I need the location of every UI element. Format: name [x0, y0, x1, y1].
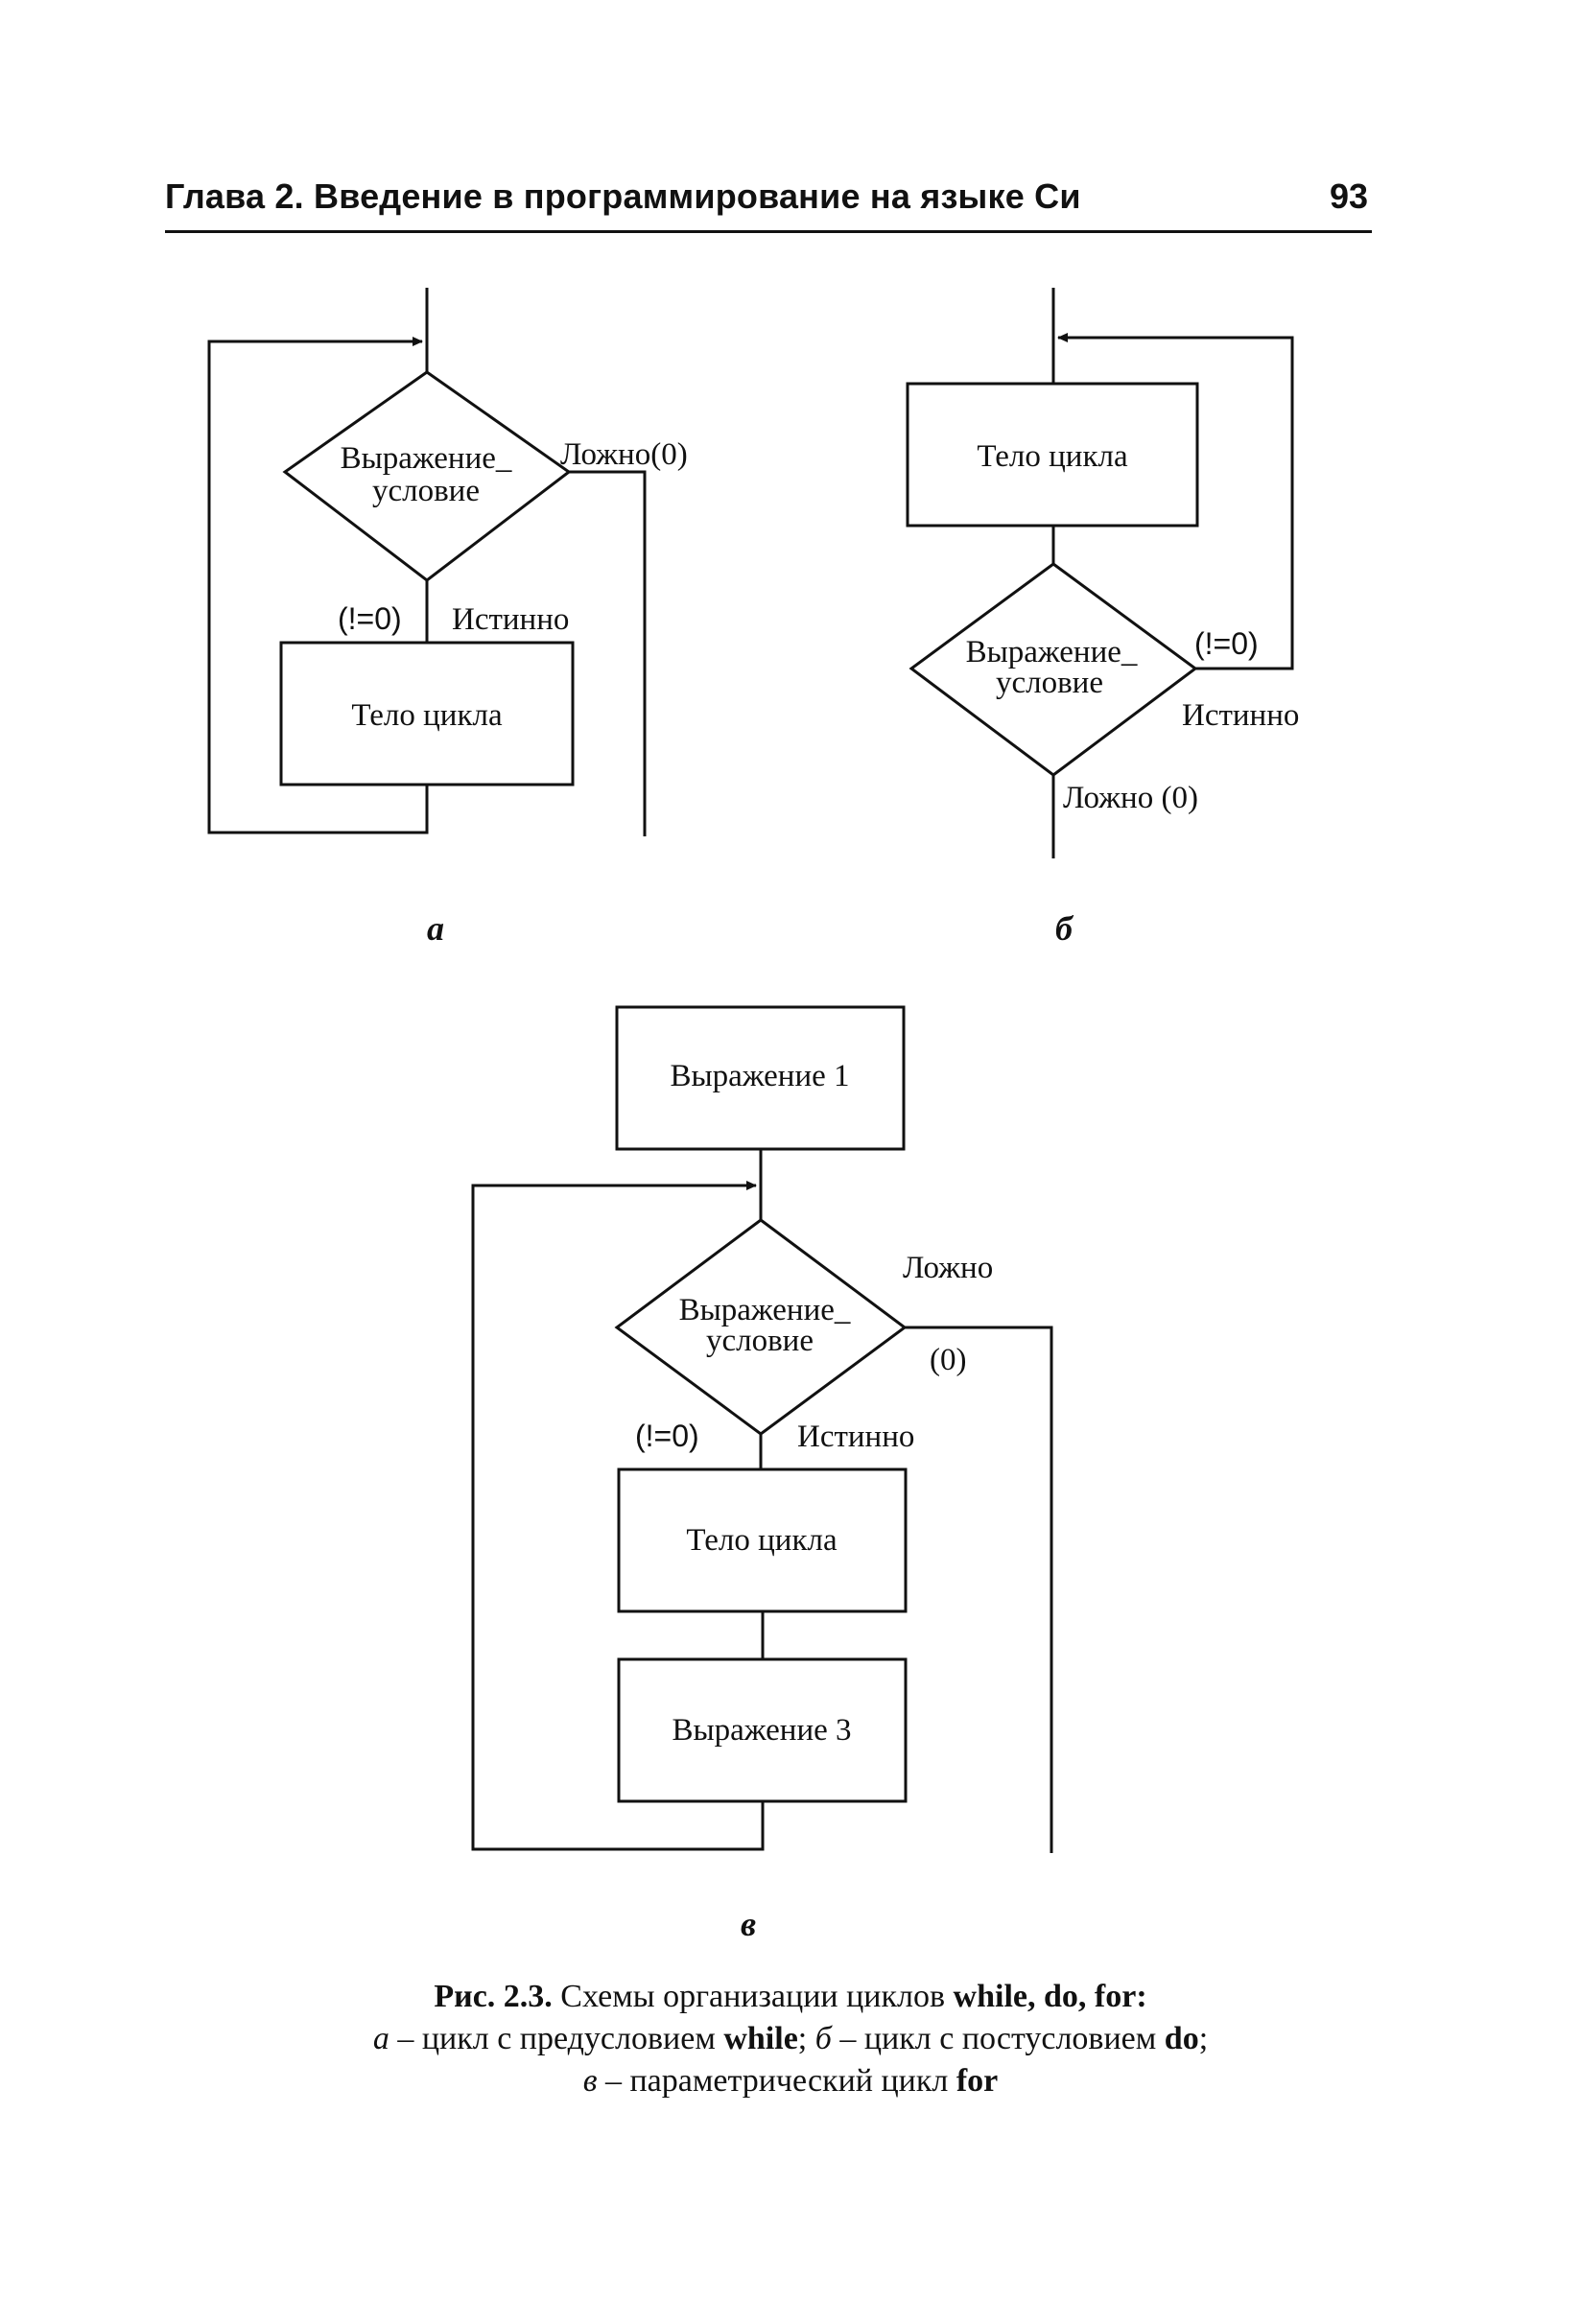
caption-a-separator: ;	[797, 2021, 815, 2056]
caption-a-keyword: while	[723, 2021, 798, 2056]
diagram-a-true-label: Истинно	[452, 602, 569, 637]
diagram-c-step-label: Выражение 3	[672, 1713, 851, 1748]
figure-caption: Рис. 2.3. Схемы организации циклов while…	[192, 1976, 1389, 2102]
caption-line-a-b: а – цикл с предусловием while; б – цикл …	[192, 2018, 1389, 2060]
diagram-a-false-label: Ложно(0)	[560, 437, 688, 472]
caption-line-c: в – параметрический цикл for	[192, 2060, 1389, 2102]
diagram-b-condition-line2: условие	[996, 666, 1103, 700]
diagram-c-false-exit-line	[905, 1326, 1053, 1853]
diagram-b-condition-line1: Выражение_	[966, 635, 1138, 669]
caption-c-keyword: for	[956, 2063, 999, 2099]
diagram-a-nonzero-label: (!=0)	[338, 601, 402, 636]
diagram-c-loop-back-arrow	[471, 1181, 765, 1851]
diagram-a-loop-back-arrow	[207, 337, 429, 834]
caption-a-text: – цикл с предусловием	[389, 2021, 724, 2056]
diagram-a-while	[207, 288, 647, 836]
page-number: 93	[1329, 176, 1368, 216]
diagram-a-condition-line2: условие	[372, 474, 480, 508]
diagram-c-body-label: Тело цикла	[686, 1523, 838, 1558]
diagram-c-true-label: Истинно	[797, 1420, 914, 1454]
caption-a-letter: а	[372, 2021, 389, 2056]
diagram-b-sublabel: б	[1055, 909, 1074, 948]
diagram-c-zero-label: (0)	[930, 1343, 966, 1377]
diagram-c-for	[471, 1005, 1053, 1853]
diagram-a-body-label: Тело цикла	[351, 698, 503, 733]
caption-title-line: Рис. 2.3. Схемы организации циклов while…	[192, 1976, 1389, 2018]
caption-b-text: – цикл с постусловием	[831, 2021, 1165, 2056]
diagram-c-condition-line2: условие	[706, 1324, 814, 1358]
caption-title-keywords: while, do, for	[953, 1979, 1137, 2014]
diagram-c-condition-line1: Выражение_	[679, 1293, 851, 1327]
diagram-a-sublabel: а	[427, 909, 444, 948]
diagram-a-condition-line1: Выражение_	[341, 441, 512, 476]
diagram-c-init-label: Выражение 1	[670, 1059, 849, 1093]
diagram-c-false-label: Ложно	[903, 1251, 993, 1285]
caption-title-text: Схемы организации циклов	[552, 1979, 954, 2014]
diagram-b-nonzero-label: (!=0)	[1194, 626, 1259, 661]
caption-b-keyword: do	[1164, 2021, 1199, 2056]
caption-c-letter: в	[582, 2063, 598, 2099]
running-head: Глава 2. Введение в программирование на …	[165, 176, 1372, 233]
diagram-c-sublabel: в	[741, 1905, 756, 1943]
diagram-c-nonzero-label: (!=0)	[635, 1419, 699, 1453]
caption-b-letter: б	[814, 2021, 832, 2056]
diagram-b-loop-back-arrow	[1057, 333, 1294, 670]
diagram-b-body-label: Тело цикла	[977, 439, 1128, 474]
caption-title-end: :	[1136, 1979, 1147, 2014]
diagram-b-true-label: Истинно	[1182, 698, 1299, 733]
caption-b-end: ;	[1198, 2021, 1209, 2056]
diagram-b-do	[906, 288, 1294, 858]
diagram-b-false-label: Ложно (0)	[1063, 781, 1198, 815]
diagram-a-false-exit-line	[569, 470, 647, 836]
caption-c-text: – параметрический цикл	[597, 2063, 956, 2099]
running-title: Глава 2. Введение в программирование на …	[165, 176, 1081, 216]
caption-figure-number: Рис. 2.3.	[434, 1979, 553, 2014]
